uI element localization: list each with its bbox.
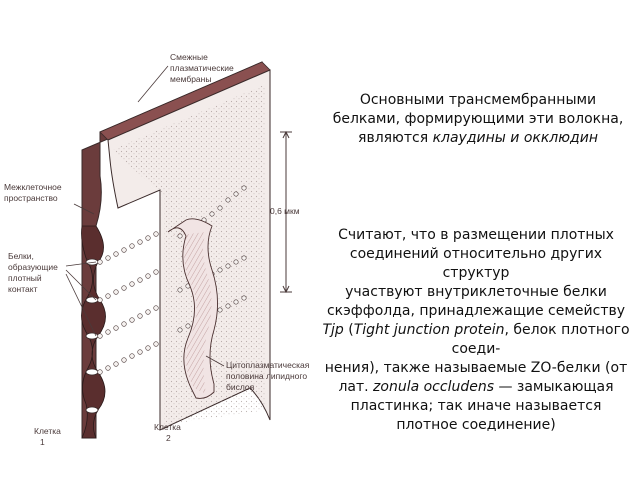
para2-line: Tjp (Tight junction protein, белок плотн… xyxy=(318,321,634,340)
para2-line: Считают, что в размещении плотных xyxy=(338,227,614,243)
label-cytoplasmic-half-2: половина липидного xyxy=(226,371,307,381)
para2-text: — замыкающая xyxy=(494,379,614,395)
leader-lines xyxy=(65,65,225,367)
label-proteins-4: контакт xyxy=(8,284,38,294)
para2-line: соеди- xyxy=(451,341,501,357)
label-cell2-2: 2 xyxy=(166,433,171,443)
label-scale: 0,6 мкм xyxy=(270,206,300,216)
label-intercellular-space-1: Межклеточное xyxy=(4,182,62,192)
para2-italic: Tjp xyxy=(322,322,344,338)
para2-line: скэффолда, принадлежащие семейству xyxy=(326,303,626,319)
para1-line: белками, формирующими эти волокна, xyxy=(332,111,624,127)
strand xyxy=(97,341,159,375)
scale-bar xyxy=(280,130,292,294)
svg-text:Межклеточное пространство: Межклеточное пространство xyxy=(4,182,64,203)
strand xyxy=(97,231,159,265)
para2-text: ( xyxy=(343,322,354,338)
para1-text: являются xyxy=(358,130,433,146)
label-cytoplasmic-half-1: Цитоплазматическая xyxy=(226,360,310,370)
strand xyxy=(97,305,159,339)
svg-text:Белки, образующие плот: Белки, образующие плотный контакт xyxy=(8,251,60,294)
para2-line: соединений относительно других xyxy=(349,246,603,262)
paragraph-scaffold-proteins: Считают, что в размещении плотных соедин… xyxy=(318,226,634,435)
para1-line: являются клаудины и окклюдин xyxy=(322,129,634,148)
para2-line: пластинка; так иначе называется xyxy=(350,398,602,414)
label-adjacent-membranes-3: мембраны xyxy=(170,74,211,84)
para2-italic: zonula occludens xyxy=(373,379,494,395)
label-cell1-2: 1 xyxy=(40,437,45,447)
para2-italic: Tight junction protein xyxy=(353,322,505,338)
svg-text:Клетка 1: Клетка 1 xyxy=(34,426,63,447)
para2-line: плотное соединение) xyxy=(396,417,556,433)
svg-text:Клетка 2: Клетка 2 xyxy=(154,422,183,443)
paragraph-transmembrane-proteins: Основными трансмембранными белками, форм… xyxy=(322,91,634,148)
para2-line: нения), также называемые ZO-белки (от xyxy=(324,360,628,376)
para2-text: лат. xyxy=(338,379,374,395)
bilayer-hatching xyxy=(172,232,212,394)
label-proteins-2: образующие xyxy=(8,262,58,272)
para2-line: структур xyxy=(442,265,510,281)
cytoplasmic-half-bilayer xyxy=(167,218,218,399)
label-intercellular-space-2: пространство xyxy=(4,193,58,203)
para1-italic: клаудины и окклюдин xyxy=(432,130,598,146)
label-adjacent-membranes-1: Смежные xyxy=(170,52,208,62)
label-cell2-1: Клетка xyxy=(154,422,181,432)
para1-line: Основными трансмембранными xyxy=(359,92,597,108)
svg-text:Цитоплазматическая половин: Цитоплазматическая половина липидного би… xyxy=(226,360,312,392)
label-cell1-1: Клетка xyxy=(34,426,61,436)
svg-text:Смежные плазматические: Смежные плазматические мембраны xyxy=(170,52,236,84)
label-proteins-1: Белки, xyxy=(8,251,34,261)
para2-line: участвуют внутриклеточные белки xyxy=(345,284,607,300)
label-proteins-3: плотный xyxy=(8,273,42,283)
label-cytoplasmic-half-3: бислоя xyxy=(226,382,255,392)
label-adjacent-membranes-2: плазматические xyxy=(170,63,234,73)
para2-line: лат. zonula occludens — замыкающая xyxy=(318,378,634,397)
strand xyxy=(97,269,159,303)
para2-text: , белок плотного xyxy=(504,322,630,338)
